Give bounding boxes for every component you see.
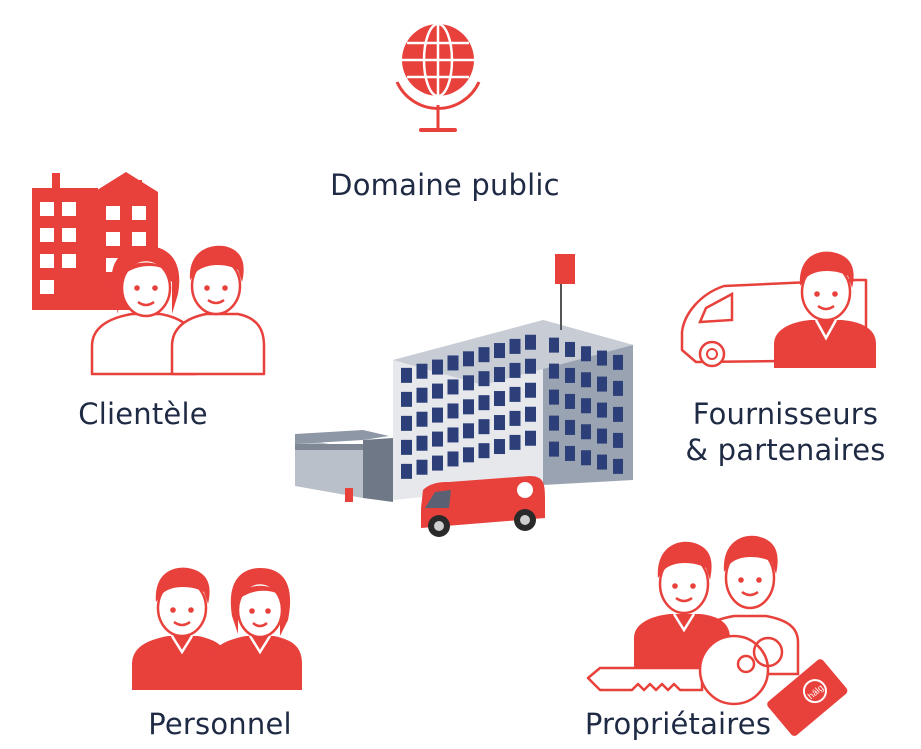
window-pane	[416, 411, 428, 427]
window-pane	[401, 463, 412, 479]
window-pane	[494, 439, 505, 455]
window-pane	[509, 338, 521, 354]
window-pane	[478, 419, 490, 435]
window-pane	[549, 441, 559, 457]
window-pane	[525, 358, 536, 374]
label-personnel: Personnel	[148, 707, 292, 741]
window-pane	[565, 341, 575, 357]
window-pane	[463, 375, 474, 391]
window-pane	[509, 410, 521, 426]
window-pane	[549, 415, 559, 431]
window-pane	[478, 371, 490, 387]
window-pane	[494, 343, 505, 359]
window-pane	[463, 423, 474, 439]
window-pane	[597, 428, 607, 444]
window-pane	[447, 355, 459, 371]
window-pane	[432, 407, 443, 423]
window-pane	[581, 398, 591, 414]
label-fournisseurs-line1: Fournisseurs	[692, 397, 879, 431]
window-pane	[401, 415, 412, 431]
window-pane	[565, 393, 575, 409]
window-pane	[463, 447, 474, 463]
window-pane	[416, 363, 428, 379]
window-pane	[549, 389, 559, 405]
window-pane	[613, 406, 623, 422]
globe-icon	[383, 10, 493, 140]
window-pane	[432, 455, 443, 471]
window-pane	[447, 379, 459, 395]
window-pane	[416, 387, 428, 403]
window-pane	[597, 350, 607, 366]
label-clientele: Clientèle	[78, 397, 208, 431]
window-pane	[401, 367, 412, 383]
window-pane	[494, 391, 505, 407]
window-pane	[613, 432, 623, 448]
clients-couple-icon	[88, 242, 268, 376]
window-pane	[509, 362, 521, 378]
headquarters-building-image	[293, 250, 638, 545]
window-pane	[432, 359, 443, 375]
label-fournisseurs-line2: & partenaires	[685, 433, 886, 468]
window-pane	[597, 376, 607, 392]
window-pane	[416, 435, 428, 451]
window-pane	[597, 454, 607, 470]
window-pane	[565, 367, 575, 383]
window-pane	[581, 346, 591, 362]
label-domaine-public: Domaine public	[330, 168, 560, 202]
window-pane	[401, 391, 412, 407]
window-pane	[613, 458, 623, 474]
window-pane	[509, 386, 521, 402]
window-pane	[463, 351, 474, 367]
window-pane	[581, 372, 591, 388]
window-pane	[525, 406, 536, 422]
window-pane	[401, 439, 412, 455]
window-pane	[447, 427, 459, 443]
window-pane	[509, 434, 521, 450]
window-pane	[494, 415, 505, 431]
window-pane	[478, 347, 490, 363]
window-pane	[565, 445, 575, 461]
window-pane	[478, 395, 490, 411]
window-pane	[432, 383, 443, 399]
window-pane	[432, 431, 443, 447]
window-pane	[494, 367, 505, 383]
window-pane	[597, 402, 607, 418]
window-pane	[525, 430, 536, 446]
label-proprietaires: Propriétaires	[584, 707, 772, 741]
window-pane	[416, 459, 428, 475]
van-icon	[676, 250, 881, 375]
window-pane	[581, 424, 591, 440]
window-pane	[463, 399, 474, 415]
window-pane	[613, 354, 623, 370]
window-pane	[565, 419, 575, 435]
window-pane	[549, 363, 559, 379]
window-pane	[525, 382, 536, 398]
window-pane	[581, 450, 591, 466]
window-pane	[478, 443, 490, 459]
window-pane	[549, 337, 559, 353]
window-pane	[447, 403, 459, 419]
staff-couple-icon	[128, 566, 304, 692]
window-pane	[525, 334, 536, 350]
label-fournisseurs: Fournisseurs & partenaires	[668, 396, 903, 469]
window-pane	[447, 451, 459, 467]
owners-key-icon: hälg	[584, 534, 854, 736]
window-pane	[613, 380, 623, 396]
